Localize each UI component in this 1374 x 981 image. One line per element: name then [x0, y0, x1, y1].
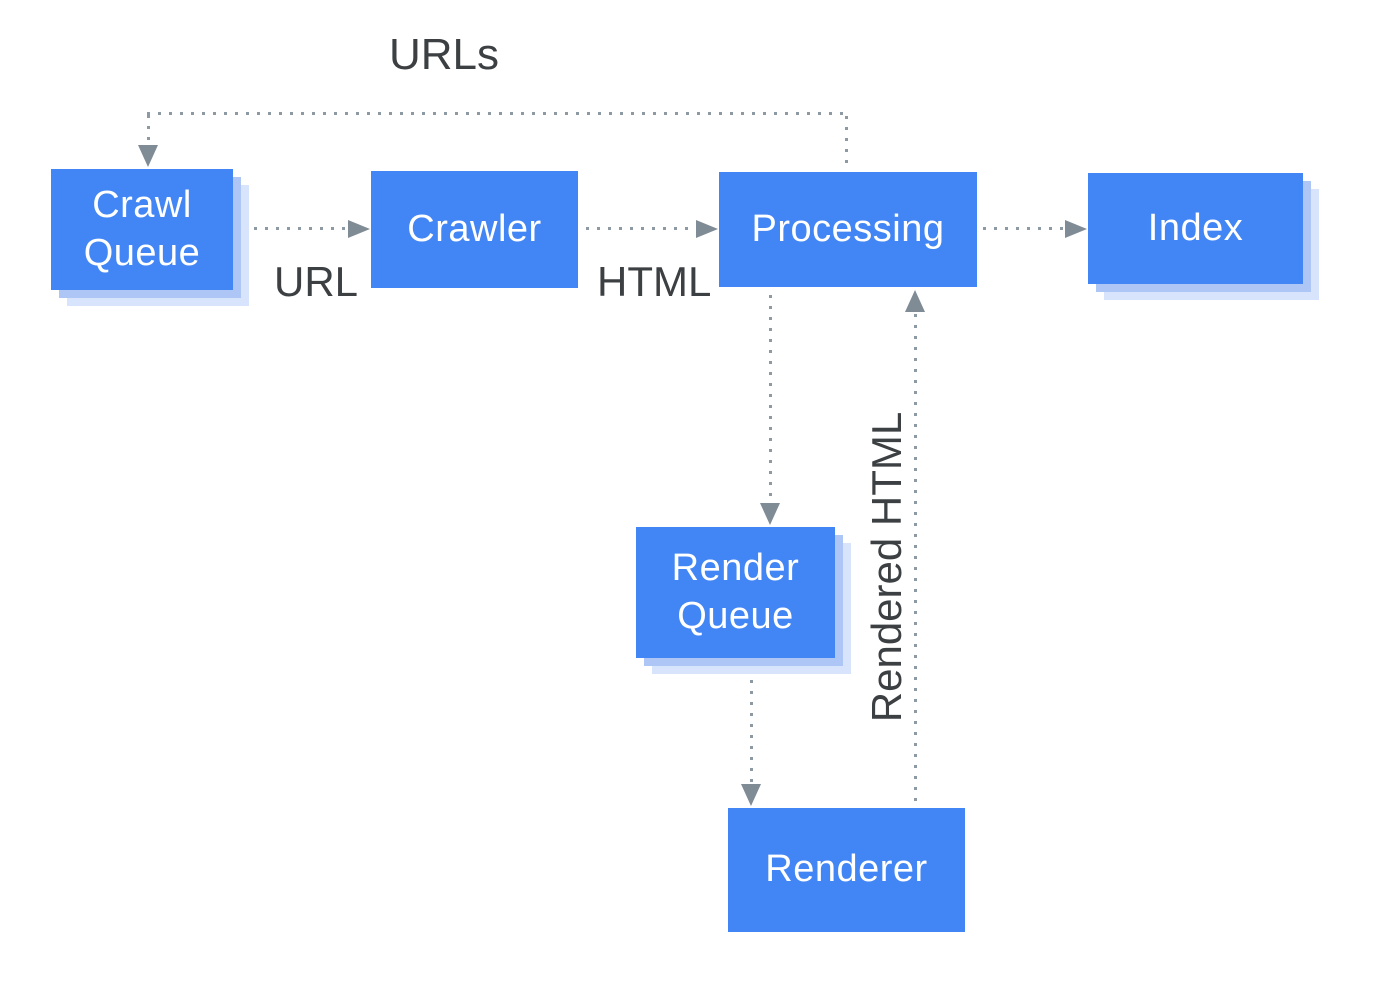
node-index-label: Index [1147, 206, 1244, 249]
edge-crawl-queue-to-crawler-line [254, 227, 348, 230]
edge-processing-to-crawl-queue-line-down [147, 115, 150, 145]
node-processing-label: Processing [751, 207, 945, 250]
node-crawler-label: Crawler [407, 207, 542, 250]
arrowhead-right-icon [1065, 220, 1087, 238]
edge-renderer-to-processing-line [914, 314, 917, 806]
edge-label-html: HTML [597, 258, 712, 305]
node-processing: Processing [719, 172, 977, 287]
node-renderer: Renderer [728, 808, 965, 932]
edge-processing-to-crawl-queue-line-up [845, 116, 848, 171]
node-crawl-queue: Crawl Queue [51, 169, 233, 290]
arrowhead-down-icon [741, 784, 761, 806]
node-index: Index [1088, 173, 1303, 284]
edge-label-rendered-html: Rendered HTML [863, 411, 910, 723]
edge-crawler-to-processing-line [586, 227, 696, 230]
node-crawl-queue-label: Crawl Queue [83, 183, 201, 274]
node-renderer-label: Renderer [765, 848, 928, 891]
edge-label-url: URL [274, 258, 359, 305]
arrowhead-right-icon [696, 220, 718, 238]
edge-processing-to-crawl-queue-line-top [147, 112, 848, 115]
node-render-queue-label: Render Queue [671, 546, 800, 637]
edge-label-urls: URLs [389, 30, 500, 79]
arrowhead-right-icon [348, 220, 370, 238]
arrowhead-down-icon [760, 503, 780, 525]
edge-render-queue-to-renderer-line [750, 680, 753, 784]
node-crawler: Crawler [371, 171, 578, 288]
arrowhead-up-icon [905, 290, 925, 312]
arrowhead-down-icon [138, 145, 158, 167]
edge-processing-to-render-queue-line [769, 295, 772, 503]
node-render-queue: Render Queue [636, 527, 835, 658]
edge-processing-to-index-line [983, 227, 1065, 230]
